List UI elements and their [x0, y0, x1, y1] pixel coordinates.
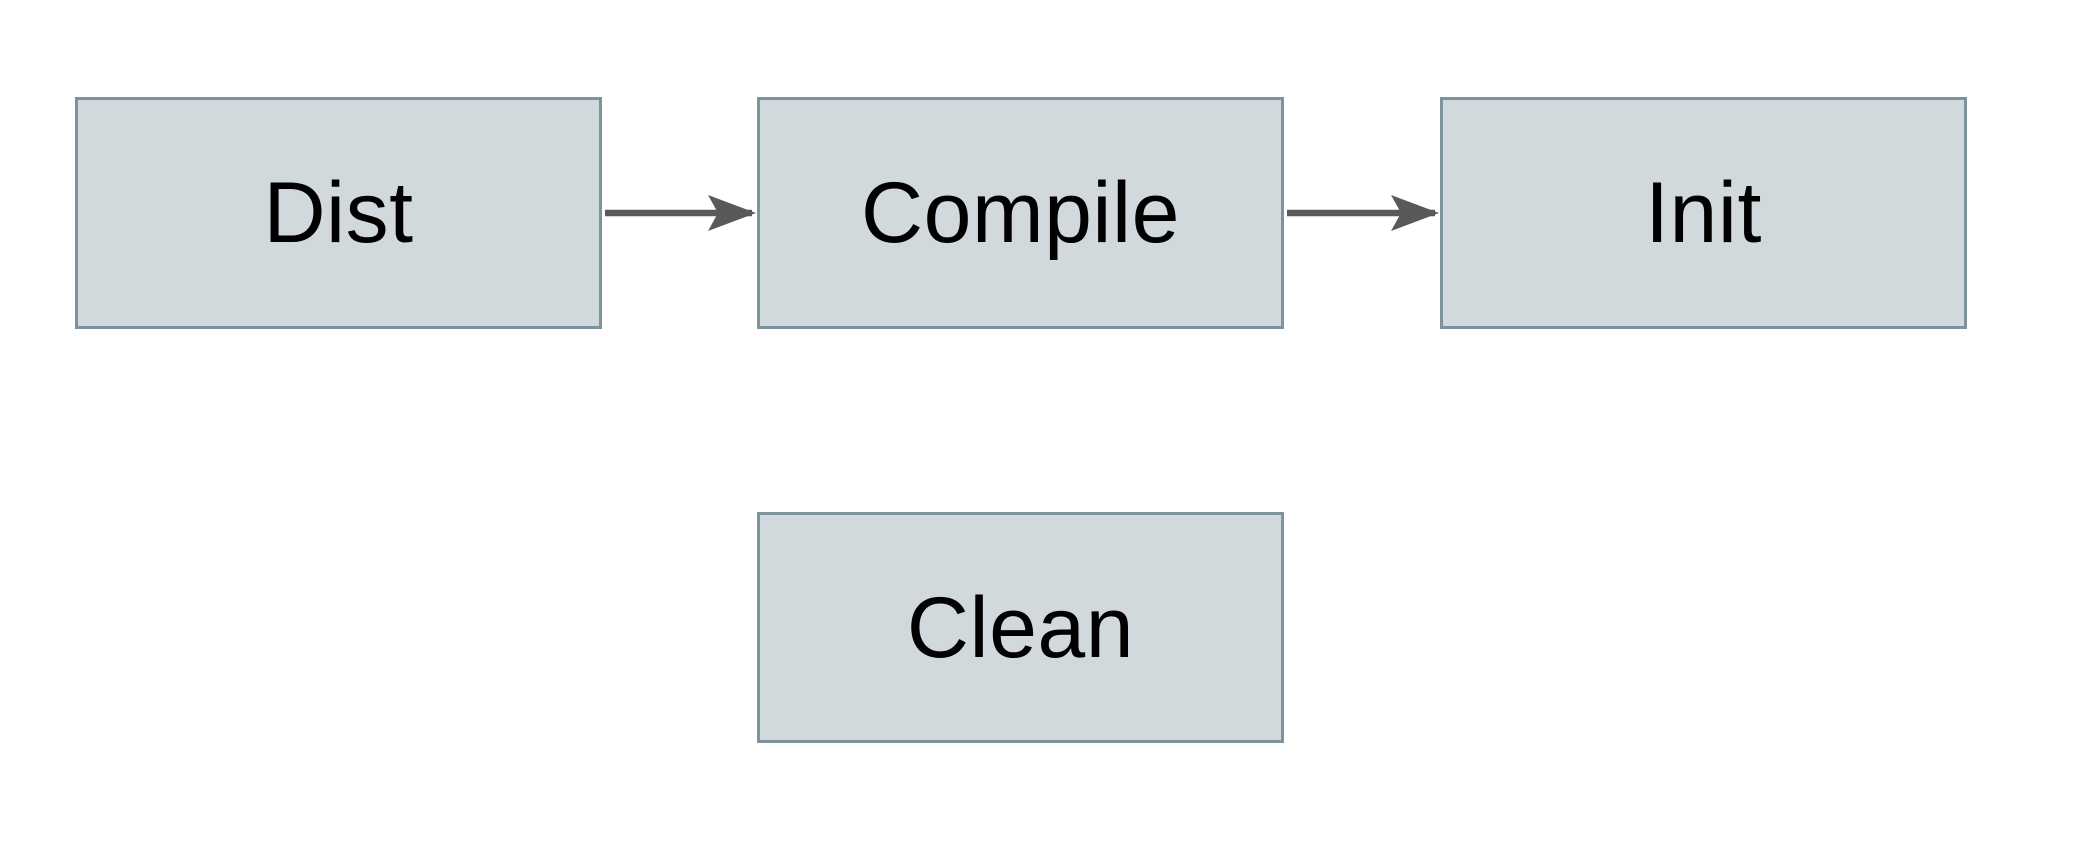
node-compile: Compile — [757, 97, 1284, 329]
node-init: Init — [1440, 97, 1967, 329]
node-dist-label: Dist — [263, 165, 414, 261]
node-clean-label: Clean — [906, 579, 1135, 676]
node-compile-label: Compile — [861, 165, 1180, 261]
node-init-label: Init — [1645, 165, 1762, 261]
node-clean: Clean — [757, 512, 1284, 743]
node-dist: Dist — [75, 97, 602, 329]
